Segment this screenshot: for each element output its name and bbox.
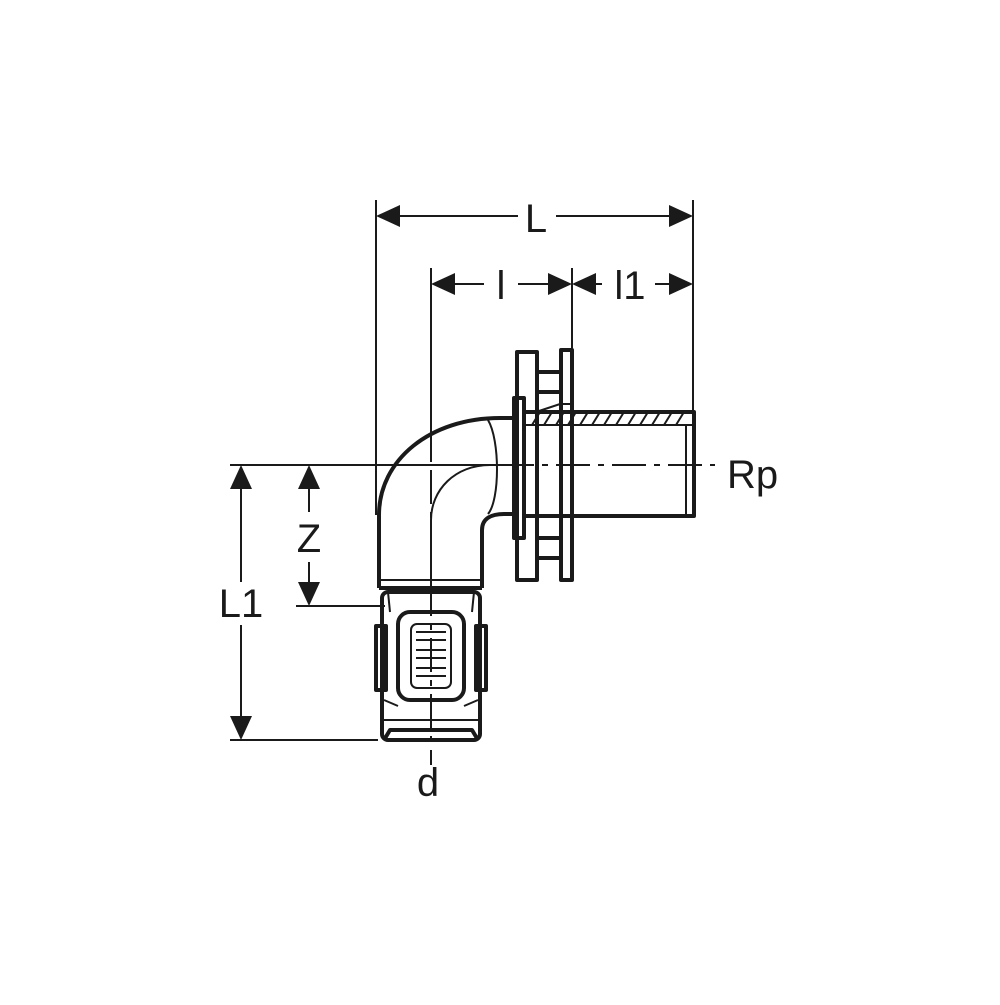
thread-hatching <box>531 411 685 426</box>
connector-mouth <box>382 728 480 742</box>
elbow-inner-wall <box>480 512 514 588</box>
arrowhead <box>572 273 596 295</box>
flange-thread-detail <box>535 403 572 413</box>
release-grip-ribs <box>416 631 446 677</box>
release-window <box>410 623 452 689</box>
dimension-Z: Z <box>297 465 321 606</box>
arrowhead <box>669 205 693 227</box>
centerlines <box>430 464 715 765</box>
dimension-label-l1: l1 <box>614 264 645 308</box>
connector-detail <box>387 591 475 613</box>
arrowhead <box>548 273 572 295</box>
flange-plate-right <box>559 348 574 582</box>
dimension-L1: L1 <box>219 465 264 740</box>
label-Rp: Rp <box>727 453 778 497</box>
elbow-center-arc <box>430 464 491 585</box>
connector-detail <box>383 699 479 707</box>
elbow-outer-wall <box>377 416 514 588</box>
connector-housing <box>380 590 482 742</box>
elbow-seam <box>487 419 498 515</box>
arrowhead <box>431 273 455 295</box>
outlet-body <box>522 410 696 518</box>
flange-plate <box>512 348 574 582</box>
dimension-label-L1: L1 <box>219 582 264 626</box>
connector-side-right <box>474 624 488 692</box>
arrowhead <box>376 205 400 227</box>
release-ring <box>396 610 466 702</box>
dimension-label-l: l <box>497 264 506 308</box>
push-fit-connector: d <box>374 590 488 805</box>
arrowhead <box>230 465 252 489</box>
dimension-l1: l1 <box>572 264 693 308</box>
threaded-outlet: Rp <box>522 403 778 518</box>
arrowhead <box>230 716 252 740</box>
arrowhead <box>298 582 320 606</box>
flange-spacer-bottom <box>535 536 563 560</box>
extension-lines <box>230 200 694 741</box>
dimension-L: L <box>376 197 693 241</box>
dimension-label-Z: Z <box>297 517 321 561</box>
arrowhead <box>669 273 693 295</box>
label-d: d <box>417 761 439 805</box>
dimension-l: l <box>431 264 572 308</box>
connector-side-left <box>374 624 388 692</box>
elbow-body <box>377 416 514 590</box>
arrowhead <box>298 465 320 489</box>
dimension-label-L: L <box>525 197 547 241</box>
flange-spacer-top <box>535 370 563 394</box>
flange-plate-left <box>515 350 539 582</box>
